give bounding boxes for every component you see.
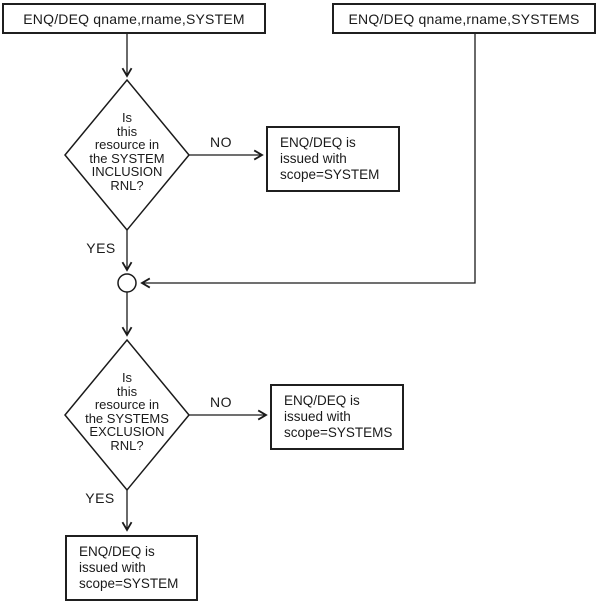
start-box-system: ENQ/DEQ qname,rname,SYSTEM bbox=[2, 3, 266, 34]
result-box-scope-systems: ENQ/DEQ is issued with scope=SYSTEMS bbox=[270, 384, 404, 450]
result-box-scope-system-no1-text: ENQ/DEQ is issued with scope=SYSTEM bbox=[280, 135, 380, 182]
result-box-scope-systems-text: ENQ/DEQ is issued with scope=SYSTEMS bbox=[284, 393, 393, 440]
junction-circle bbox=[117, 273, 137, 293]
decision2-no-label: NO bbox=[210, 394, 232, 410]
start-box-systems-label: ENQ/DEQ qname,rname,SYSTEMS bbox=[348, 10, 580, 27]
result-box-scope-system-no1: ENQ/DEQ is issued with scope=SYSTEM bbox=[266, 126, 400, 192]
start-box-system-label: ENQ/DEQ qname,rname,SYSTEM bbox=[23, 10, 245, 27]
result-box-scope-system-yes: ENQ/DEQ is issued with scope=SYSTEM bbox=[65, 535, 198, 601]
edge-start-systems-to-junction bbox=[140, 33, 476, 289]
decision2-yes-label: YES bbox=[85, 490, 115, 506]
decision1-yes-label: YES bbox=[86, 240, 116, 256]
result-box-scope-system-yes-text: ENQ/DEQ is issued with scope=SYSTEM bbox=[79, 544, 179, 591]
decision2-exclusion-rnl-text: Is this resource in the SYSTEMS EXCLUSIO… bbox=[85, 370, 169, 453]
decision1-inclusion-rnl-text: Is this resource in the SYSTEM INCLUSION… bbox=[89, 110, 165, 193]
start-box-systems: ENQ/DEQ qname,rname,SYSTEMS bbox=[332, 3, 596, 34]
decision1-no-label: NO bbox=[210, 134, 232, 150]
